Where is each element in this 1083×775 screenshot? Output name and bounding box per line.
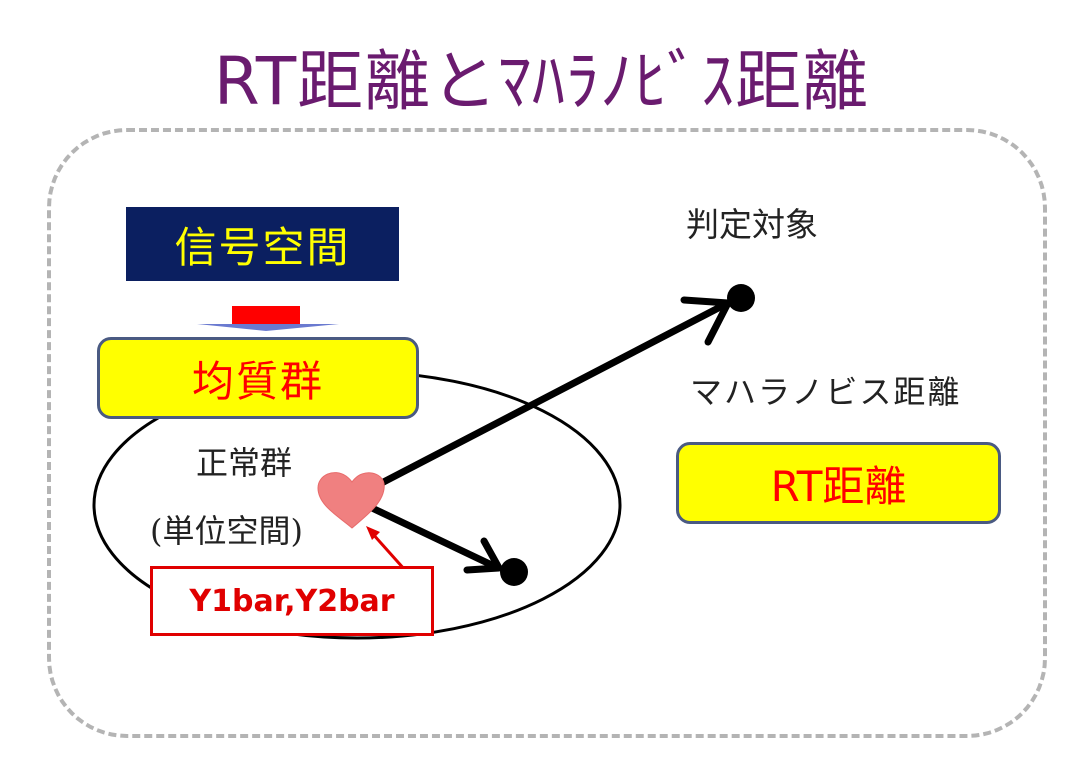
heart-icon [317, 472, 385, 529]
unit-space-label: (単位空間) [150, 512, 303, 550]
judgment-target-point [727, 284, 755, 312]
y-bar-pointer-arrow [366, 526, 407, 571]
mahalanobis-arrow [368, 296, 732, 492]
rt-distance-box: RT距離 [676, 442, 1001, 524]
y-bar-box: Y1bar,Y2bar [150, 566, 434, 636]
dashed-rounded-frame [47, 128, 1047, 738]
page-title: RT距離とﾏﾊﾗﾉﾋﾞｽ距離 [213, 43, 870, 120]
inner-point-arrow [368, 504, 503, 574]
sample-point [500, 558, 528, 586]
mahalanobis-distance-label: マハラノビス距離 [690, 373, 962, 411]
normal-group-label: 正常群 [196, 444, 293, 482]
judgment-target-label: 判定対象 [686, 205, 818, 244]
homogeneous-group-box: 均質群 [97, 337, 419, 419]
signal-space-box: 信号空間 [126, 207, 399, 281]
red-down-arrow-icon [197, 306, 339, 331]
